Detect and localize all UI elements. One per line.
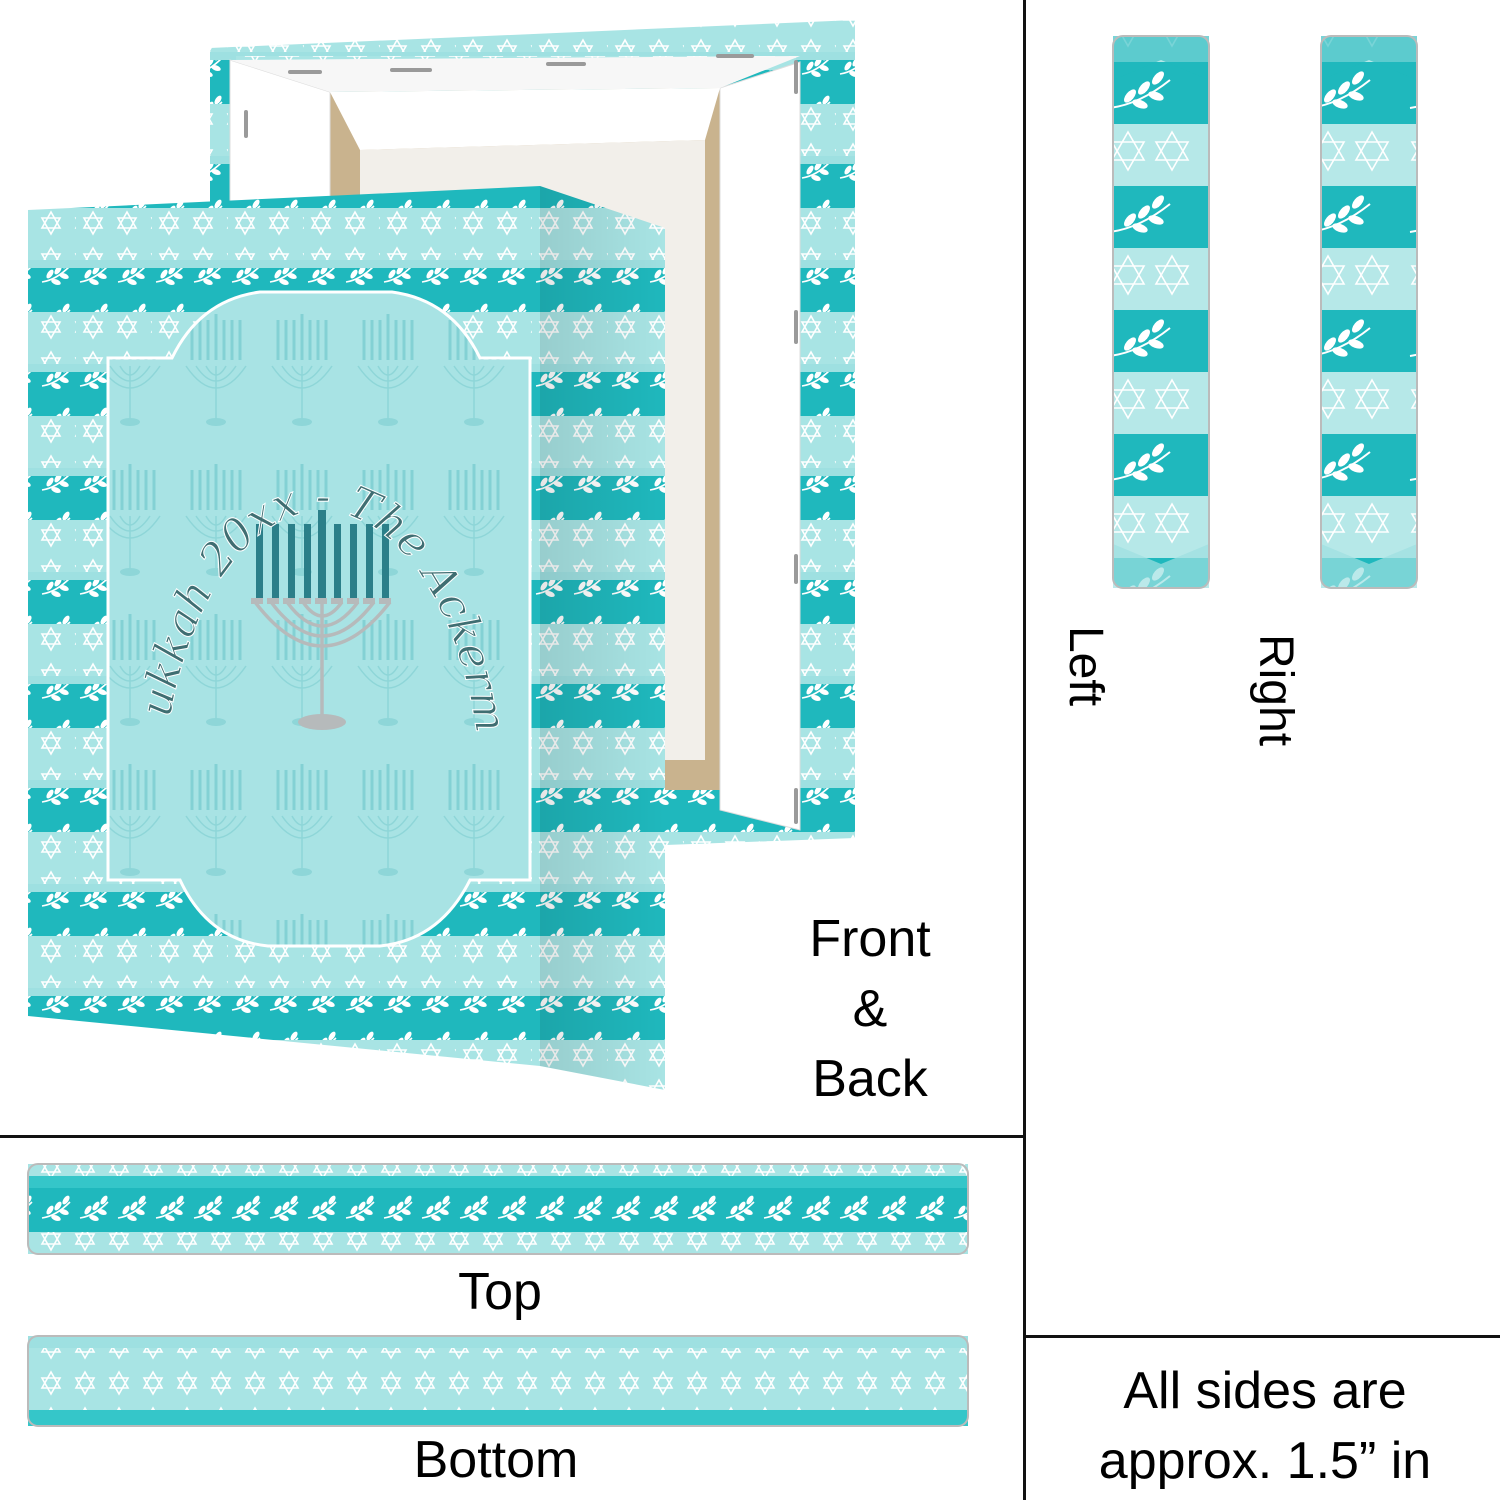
left-label: Left <box>1059 625 1112 707</box>
vertical-divider <box>1023 0 1026 1500</box>
bottom-side-strip <box>27 1335 969 1427</box>
back-label: Back <box>812 1050 928 1108</box>
front-back-label: Front & Back <box>760 904 980 1114</box>
front-label: Front <box>809 910 931 968</box>
ampersand-label: & <box>852 980 888 1038</box>
horizontal-divider-right <box>1024 1335 1500 1338</box>
title-panel <box>106 290 532 948</box>
bottom-label: Bottom <box>413 1431 579 1489</box>
top-side-strip <box>27 1163 969 1255</box>
dimension-note: All sides are approx. 1.5” in <box>1030 1356 1500 1496</box>
right-side-strip <box>1320 35 1418 589</box>
top-label: Top <box>458 1263 542 1321</box>
dimension-note-line2: approx. 1.5” in <box>1098 1432 1432 1490</box>
horizontal-divider-left <box>0 1135 1024 1138</box>
left-side-strip <box>1112 35 1210 589</box>
menorah-icon <box>251 510 392 730</box>
dimension-note-line1: All sides are <box>1123 1362 1407 1420</box>
right-label: Right <box>1249 633 1302 747</box>
